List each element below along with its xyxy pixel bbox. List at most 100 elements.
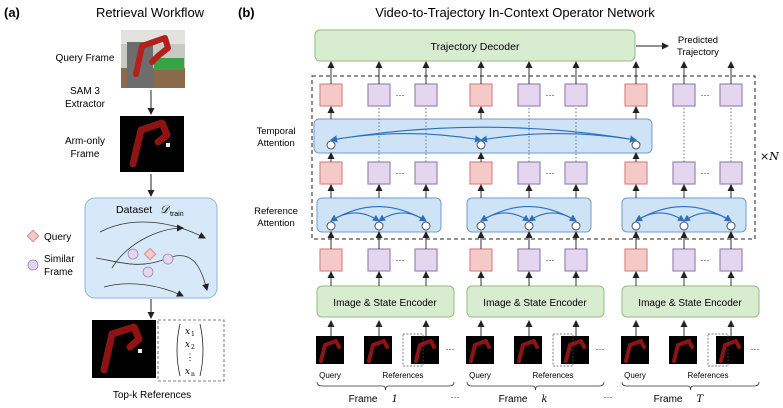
attention-node <box>631 140 641 150</box>
similar-frame-point <box>142 266 154 278</box>
vector-x1: x <box>185 327 190 337</box>
attention-node <box>524 221 534 231</box>
legend-query-marker <box>26 229 40 243</box>
query-token <box>469 248 493 272</box>
vector-left-bracket <box>176 323 181 377</box>
query-token <box>469 83 493 107</box>
frame-word-label: Frame <box>654 394 683 405</box>
token-ellipsis: ··· <box>701 90 710 100</box>
reference-token <box>414 83 438 107</box>
similar-frame-point <box>162 253 174 265</box>
extractor-label-line1: SAM 3 <box>70 86 100 97</box>
reference-attention-arc <box>330 206 427 222</box>
attention-node <box>374 221 384 231</box>
temporal-attention-label-line2: Attention <box>257 138 295 149</box>
legend-similar-label-line1: Similar <box>44 254 75 265</box>
predicted-label-line1: Predicted <box>678 35 718 46</box>
reference-token <box>564 248 588 272</box>
arm-only-label-line2: Frame <box>71 149 100 160</box>
temporal-attention-label-line1: Temporal <box>256 126 295 137</box>
thumbnail-ellipsis: ··· <box>751 344 760 354</box>
reference-token <box>414 161 438 185</box>
query-token <box>624 161 648 185</box>
query-token <box>319 248 343 272</box>
reference-vector-thumbnail <box>402 333 424 367</box>
vector-right-bracket <box>199 323 204 377</box>
frame-axis-ellipsis: ··· <box>451 392 460 402</box>
query-token <box>624 83 648 107</box>
image-state-encoder-box <box>466 285 605 318</box>
topk-label: Top-k References <box>113 390 191 401</box>
thumbnail-ellipsis: ··· <box>596 344 605 354</box>
arm-thumbnail-robot <box>624 339 646 363</box>
reference-token <box>672 83 696 107</box>
vector-xn-sub: n <box>191 371 195 378</box>
image-state-encoder-box <box>621 285 760 318</box>
vector-vdots: ⋮ <box>186 352 195 362</box>
legend-query-label: Query <box>44 232 71 243</box>
dataset-box <box>84 197 218 299</box>
image-state-encoder-label: Image & State Encoder <box>333 298 437 309</box>
image-state-encoder-box <box>316 285 455 318</box>
attention-node <box>631 221 641 231</box>
frame-word-label: Frame <box>349 394 378 405</box>
reference-token <box>367 161 391 185</box>
attention-node <box>421 221 431 231</box>
trajectory-decoder-box <box>314 29 636 62</box>
vector-x1-sub: 1 <box>191 331 195 338</box>
attention-node <box>326 140 336 150</box>
attention-node <box>571 221 581 231</box>
arm-thumbnail-robot <box>517 339 539 363</box>
dataset-subscript: train <box>170 211 184 218</box>
times-n-label: ×N <box>760 150 779 163</box>
frame-index-label: T <box>697 394 705 405</box>
vector-xn: x <box>185 367 190 377</box>
dataset-symbol: 𝒟 <box>160 204 171 216</box>
frame-index-label: 1 <box>392 394 398 405</box>
vector-x2: x <box>185 340 190 350</box>
panel-b-title: Video-to-Trajectory In-Context Operator … <box>375 5 655 20</box>
legend-similar-marker <box>27 259 39 271</box>
attention-node <box>679 221 689 231</box>
panel-a-tag: (a) <box>4 5 20 20</box>
extractor-label-line2: Extractor <box>65 99 106 110</box>
attention-node <box>476 140 486 150</box>
frame-brace <box>466 381 605 391</box>
query-thumb-label: Query <box>624 371 646 380</box>
panel-b-tag: (b) <box>238 5 255 20</box>
frame-word-label: Frame <box>499 394 528 405</box>
legend-similar-label-line2: Frame <box>44 267 73 278</box>
arm-thumbnail-robot <box>672 339 694 363</box>
token-ellipsis: ··· <box>396 168 405 178</box>
panel-a-title: Retrieval Workflow <box>96 5 205 20</box>
thumbnail-ellipsis: ··· <box>446 344 455 354</box>
arm-thumbnail-robot <box>719 339 741 363</box>
arm-only-frame-image <box>120 116 184 172</box>
temporal-attention-arc <box>330 126 637 143</box>
reference-token <box>517 83 541 107</box>
reference-token <box>719 83 743 107</box>
frame-axis-ellipsis: ··· <box>604 392 613 402</box>
token-ellipsis: ··· <box>546 90 555 100</box>
reference-vector-thumbnail <box>552 333 574 367</box>
token-ellipsis: ··· <box>701 255 710 265</box>
arm-thumbnail-robot <box>367 339 389 363</box>
reference-token <box>517 161 541 185</box>
reference-token <box>517 248 541 272</box>
arm-thumbnail-robot <box>319 339 341 363</box>
predicted-label-line2: Trajectory <box>677 47 719 58</box>
reference-vector-thumbnail <box>707 333 729 367</box>
topk-arm-image <box>92 320 156 378</box>
token-ellipsis: ··· <box>546 255 555 265</box>
reference-attention-label-line1: Reference <box>254 206 298 217</box>
arm-only-label-line1: Arm-only <box>65 136 105 147</box>
image-state-encoder-label: Image & State Encoder <box>638 298 742 309</box>
dataset-label: Dataset <box>116 204 152 216</box>
stacked-block-outline <box>311 75 756 240</box>
reference-token <box>367 83 391 107</box>
reference-token <box>719 248 743 272</box>
query-thumb-label: Query <box>319 371 341 380</box>
